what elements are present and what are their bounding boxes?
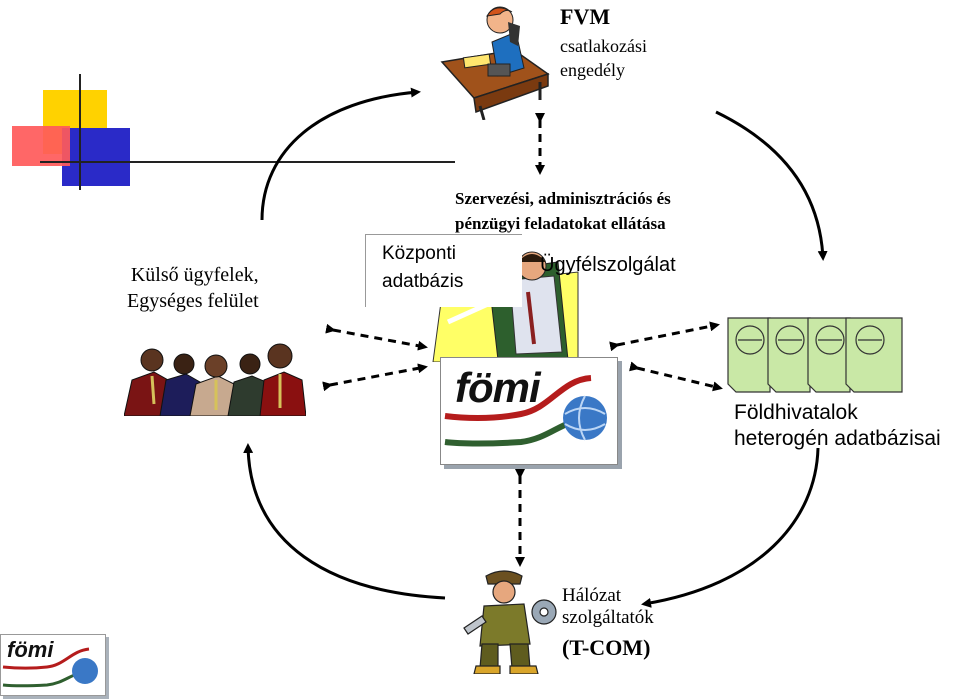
central-database-label: Központi adatbázis — [382, 243, 464, 292]
network-label: Hálózat szolgáltatók — [562, 585, 654, 628]
blue-square — [62, 128, 130, 186]
center-tasks-label: Szervezési, adminisztrációs és pénzügyi … — [455, 189, 671, 233]
dashed-arrow-clients-center-lower — [322, 363, 428, 392]
footer-fomi-logo: fömi — [0, 634, 106, 696]
globe-documents-icon — [727, 317, 903, 393]
arrow-fvm-to-land-offices — [715, 110, 828, 261]
footer-logo-text: fömi — [7, 637, 54, 662]
central-database-box — [365, 234, 522, 307]
clients-label: Külső ügyfelek, Egységes felület — [127, 264, 259, 312]
land-offices-label: Földhivatalok heterogén adatbázisai — [734, 401, 941, 450]
center-fomi-logo: fömi — [440, 357, 618, 465]
fvm-title: FVM — [560, 4, 611, 29]
center-logo-text: fömi — [455, 364, 541, 411]
arrow-clients-to-fvm — [260, 87, 421, 221]
dashed-arrow-clients-center-upper — [325, 323, 428, 351]
footer-logo-graphic — [2, 647, 98, 688]
network-provider-label: (T-COM) — [562, 635, 651, 660]
red-square — [12, 126, 70, 166]
mechanic-with-tools-icon — [463, 570, 557, 674]
business-people-group-icon — [124, 343, 306, 416]
dashed-arrow-center-land-upper — [609, 321, 720, 352]
fomi-logo-graphic — [444, 375, 607, 447]
arrow-network-to-clients — [243, 443, 446, 600]
customer-service-label: Ügyfélszolgálat — [540, 254, 676, 276]
dashed-arrow-center-land-lower — [629, 361, 723, 392]
fvm-subtitle: csatlakozási engedély — [560, 36, 647, 80]
office-worker-on-phone-icon — [440, 6, 550, 120]
arrow-land-offices-to-network — [641, 447, 820, 608]
